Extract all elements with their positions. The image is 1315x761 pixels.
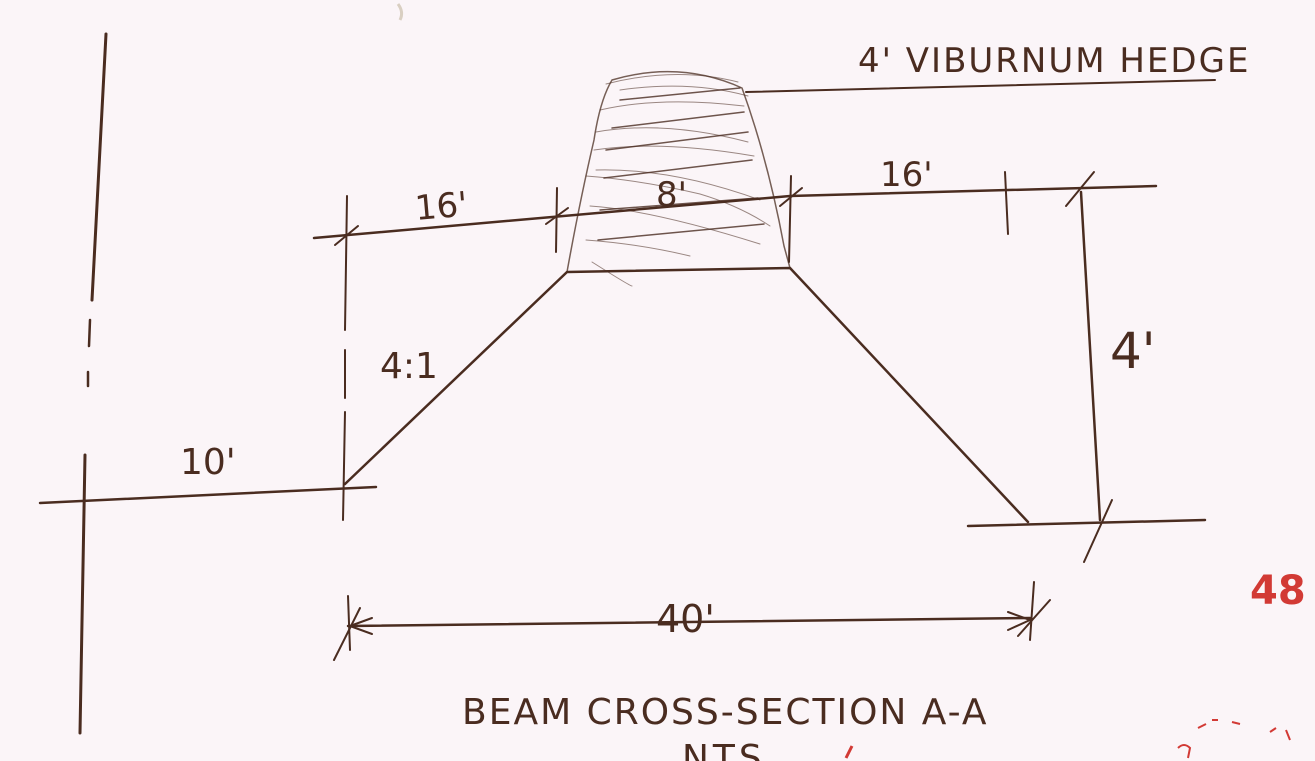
base-dimension-line xyxy=(333,581,1051,661)
hedge-leader-line xyxy=(745,79,1216,93)
slope-label: 4:1 xyxy=(380,346,438,387)
property-line xyxy=(78,32,108,735)
height-dimension-line xyxy=(1065,171,1113,563)
hedge-label: 4' VIBURNUM HEDGE xyxy=(858,41,1250,81)
paper-smudge xyxy=(396,3,404,21)
base-width-label: 40' xyxy=(656,597,715,641)
ground-line-right xyxy=(966,518,1207,528)
red-marker-traces xyxy=(844,719,1291,759)
toe-extension-line xyxy=(342,195,348,521)
berm-profile xyxy=(343,266,1030,524)
top-dimension-line xyxy=(312,171,1158,263)
left-setback-label: 10' xyxy=(180,442,236,483)
top-width-label: 8' xyxy=(656,175,687,215)
ground-line-left xyxy=(38,485,378,505)
viburnum-hedge xyxy=(566,70,791,287)
left-offset-label: 16' xyxy=(413,185,469,229)
height-label: 4' xyxy=(1110,322,1156,380)
section-title: BEAM CROSS-SECTION A-A xyxy=(462,692,988,733)
right-offset-label: 16' xyxy=(880,155,933,195)
sheet-number: 48 xyxy=(1250,568,1306,614)
scale-note: NTS xyxy=(682,738,766,761)
